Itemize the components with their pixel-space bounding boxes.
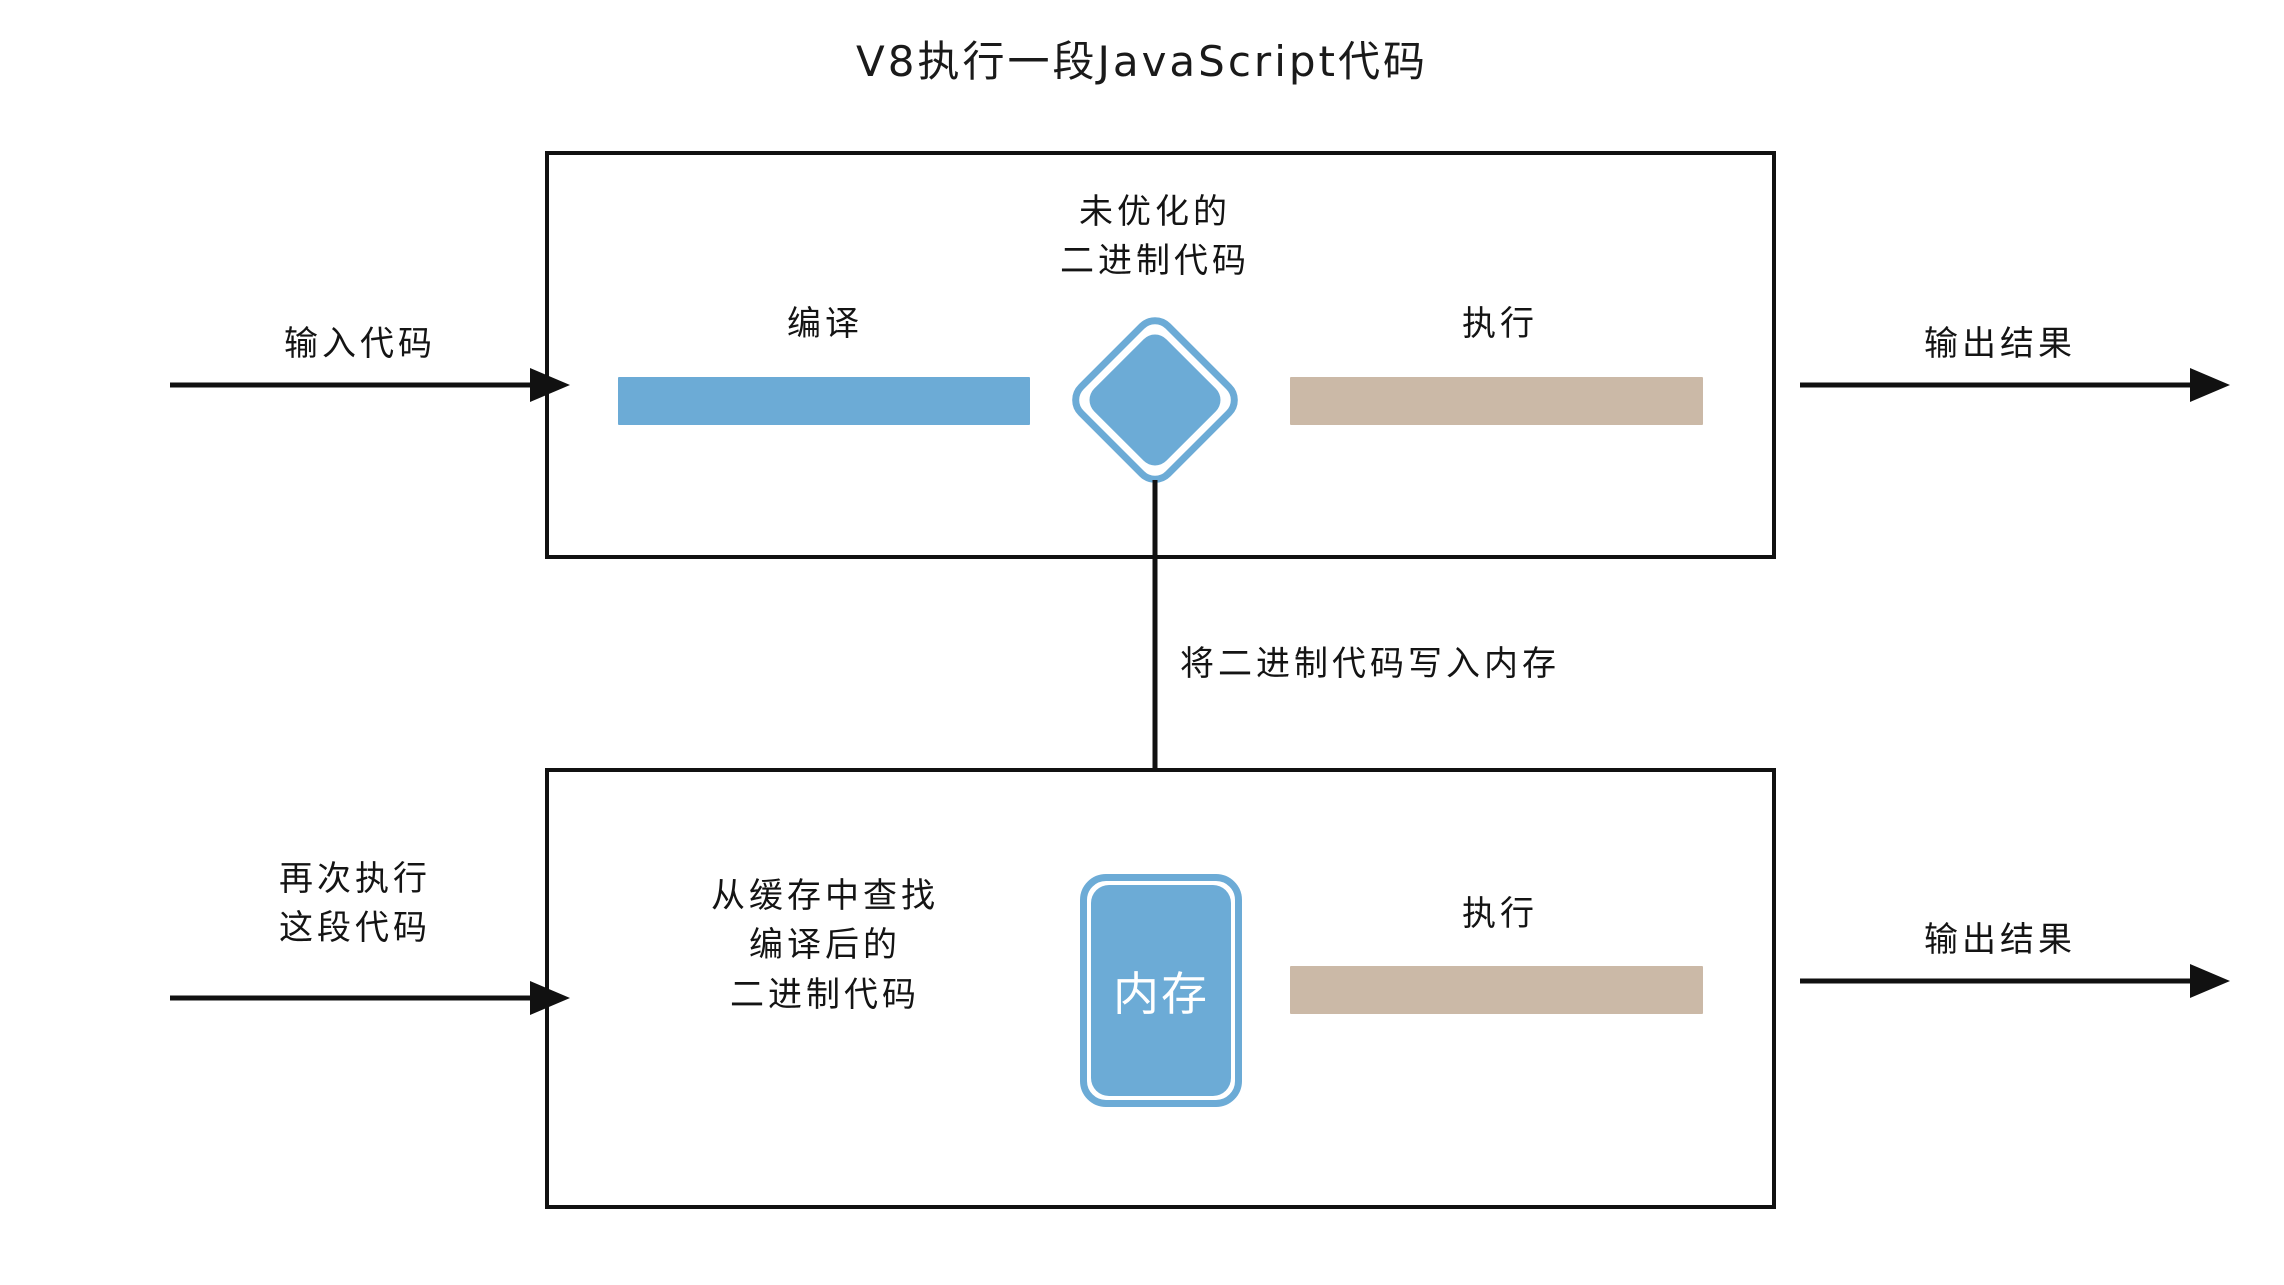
output-result-label-top: 输出结果: [1924, 324, 2076, 364]
cache-lookup-label: 从缓存中查找 编译后的 二进制代码: [711, 876, 939, 1015]
output-result-label-bottom: 输出结果: [1924, 920, 2076, 960]
compile-bar: [618, 377, 1030, 425]
memory-outline: [1080, 874, 1242, 1107]
write-binary-to-memory-label: 将二进制代码写入内存: [1180, 644, 1560, 684]
output-arrow-top: [1800, 368, 2230, 402]
binary-code-diamond-node: [1063, 308, 1247, 492]
page-title: V8执行一段JavaScript代码: [856, 37, 1428, 86]
input-arrow-top: [170, 368, 570, 402]
output-arrow-bottom: [1800, 964, 2230, 998]
compile-label: 编译: [787, 304, 863, 344]
memory-node: 内存: [1080, 874, 1242, 1107]
input-arrow-bottom: [170, 981, 570, 1015]
diamond-fill: [1082, 327, 1228, 473]
memory-node-label: 内存: [1113, 966, 1209, 1021]
execute-label-top: 执行: [1462, 304, 1538, 344]
execute-bar-bottom: [1290, 966, 1703, 1014]
execute-bar-top: [1290, 377, 1703, 425]
memory-fill: 内存: [1091, 885, 1231, 1096]
execute-label-bottom: 执行: [1462, 894, 1538, 934]
input-code-label: 输入代码: [284, 324, 436, 364]
unoptimized-binary-label: 未优化的 二进制代码: [1060, 192, 1250, 282]
rerun-code-label: 再次执行 这段代码: [279, 859, 431, 949]
